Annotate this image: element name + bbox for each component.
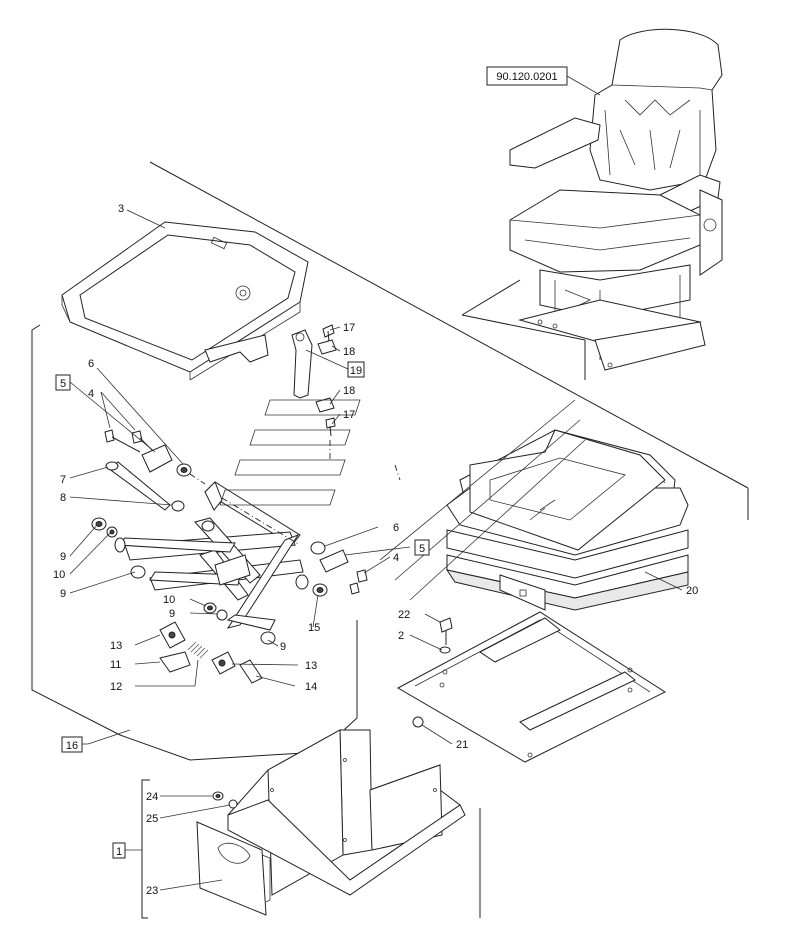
complete-seat-illustration xyxy=(509,28,723,371)
callout-7: 7 xyxy=(60,474,66,486)
section-lines xyxy=(31,161,749,919)
callout-2: 2 xyxy=(398,630,404,642)
boxed-callout-1[interactable]: 1 xyxy=(112,842,142,859)
callout-23: 23 xyxy=(146,885,158,897)
lower-screw-and-clip xyxy=(315,397,336,437)
callout-4b: 4 xyxy=(393,552,399,564)
reference-code-box[interactable]: 90.120.0201 xyxy=(486,66,601,96)
callout-11: 11 xyxy=(110,659,121,671)
leader-lines xyxy=(69,209,683,891)
boxed-callout-5a[interactable]: 5 xyxy=(55,374,71,391)
floor-mounting-plate xyxy=(396,611,667,763)
callout-25: 25 xyxy=(146,813,158,825)
callout-9c: 9 xyxy=(169,608,175,620)
callout-21: 21 xyxy=(456,739,468,751)
callout-10b: 10 xyxy=(163,594,175,606)
callout-labels: 3 17 18 18 17 6 4 7 8 9 10 9 6 4 10 9 9 … xyxy=(53,203,698,897)
callout-17a: 17 xyxy=(343,322,355,334)
svg-text:1: 1 xyxy=(116,846,122,858)
callout-14: 14 xyxy=(305,681,317,693)
svg-text:16: 16 xyxy=(66,740,78,752)
svg-text:5: 5 xyxy=(60,378,66,390)
callout-9d: 9 xyxy=(280,641,286,653)
callout-6a: 6 xyxy=(88,358,94,370)
callout-9b: 9 xyxy=(60,588,66,600)
callout-22: 22 xyxy=(398,609,410,621)
callout-4a: 4 xyxy=(88,388,94,400)
callout-18a: 18 xyxy=(343,346,355,358)
callout-12: 12 xyxy=(110,681,122,693)
callout-9a: 9 xyxy=(60,551,66,563)
callout-17b: 17 xyxy=(343,409,355,421)
scissor-mechanism xyxy=(91,429,368,684)
callout-24: 24 xyxy=(146,791,158,803)
callout-6b: 6 xyxy=(393,522,399,534)
svg-text:19: 19 xyxy=(350,365,362,377)
suspension-bellows xyxy=(445,429,689,611)
callout-3: 3 xyxy=(118,203,124,215)
seat-box-frame xyxy=(196,729,466,916)
reference-code-label: 90.120.0201 xyxy=(496,71,557,83)
seat-adapter-plate xyxy=(61,221,309,381)
upper-screw-and-clip xyxy=(317,324,337,355)
boxed-callout-16[interactable]: 16 xyxy=(61,736,83,753)
svg-text:5: 5 xyxy=(419,543,425,555)
callout-15: 15 xyxy=(308,622,320,634)
callout-18b: 18 xyxy=(343,385,355,397)
callout-20: 20 xyxy=(686,585,698,597)
boxed-callout-5b[interactable]: 5 xyxy=(414,539,430,556)
adjustment-lever xyxy=(291,329,313,399)
boxed-callout-19[interactable]: 19 xyxy=(347,361,365,378)
callout-10a: 10 xyxy=(53,569,65,581)
callout-13b: 13 xyxy=(305,660,317,672)
assembly-axis-lines xyxy=(189,440,401,546)
callout-8: 8 xyxy=(60,492,66,504)
callout-13a: 13 xyxy=(110,640,122,652)
